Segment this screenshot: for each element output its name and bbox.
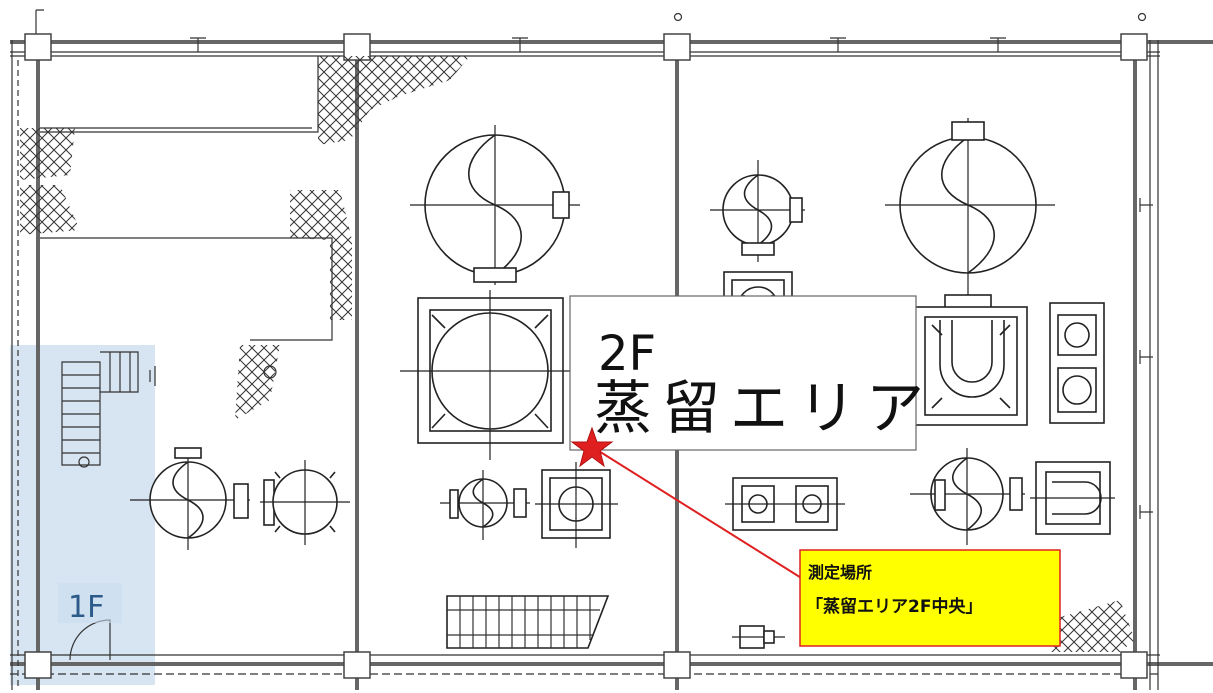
area-label-floor: 2F [598,326,656,382]
pump-left [260,460,350,545]
vessel-c [710,160,805,262]
vessel-l [910,448,1025,545]
leader-line [593,447,831,597]
vessel-b [400,290,580,460]
vessel-h [130,447,250,550]
structural-columns [24,33,1148,679]
hatched-areas [20,56,1135,652]
vessel-i [440,470,530,540]
callout-location: 「蒸留エリア2F中央」 [806,596,982,617]
outer-walls [10,9,1213,690]
top-markers [190,12,1153,519]
vessel-e [885,118,1055,310]
callout-title: 測定場所 [808,563,872,582]
vessel-m [1030,461,1115,535]
first-floor-highlight [10,345,155,685]
vessel-k [725,477,845,531]
stairs [61,351,156,468]
measurement-point-star [570,426,614,468]
area-label-name: 蒸留エリア [594,374,934,442]
vessel-a [410,125,580,285]
left-room-walls [40,56,333,341]
callout-box [799,549,1061,647]
vessel-j [535,462,618,548]
area-label-box [569,295,917,451]
valve-small [732,625,785,649]
first-floor-label: 1F [68,590,104,625]
vessel-g [1049,302,1105,424]
grating [446,595,610,649]
